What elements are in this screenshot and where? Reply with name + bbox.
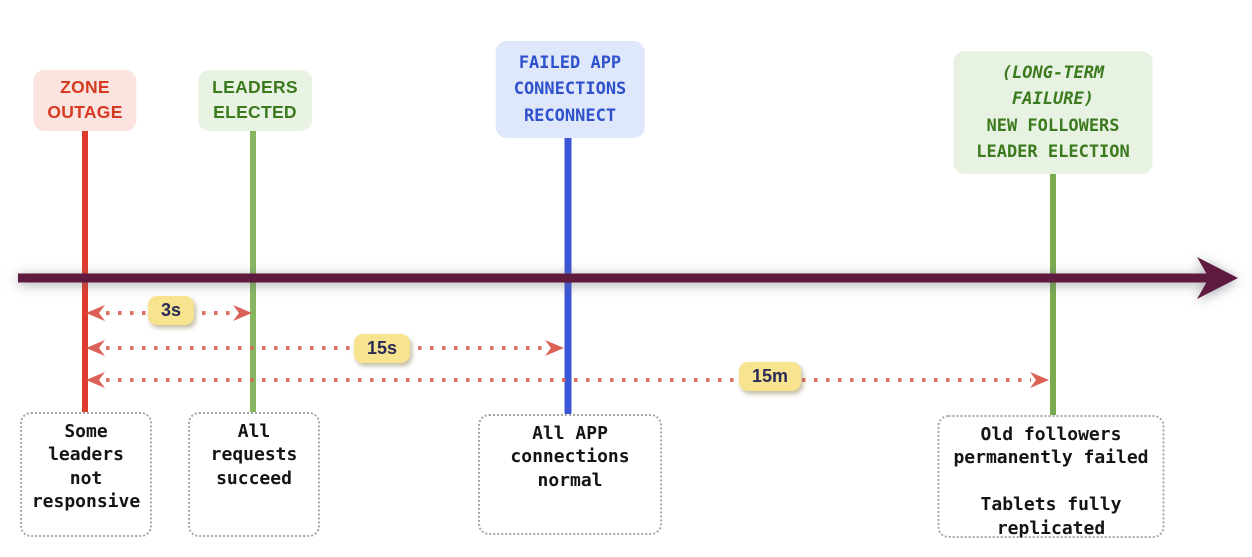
- event-label-long-term-failure-qualifier: (LONG-TERM FAILURE): [1001, 63, 1105, 110]
- state-note-old-followers-failed: Old followers permanently failed Tablets…: [937, 415, 1165, 539]
- event-label-long-term-failure: (LONG-TERM FAILURE) NEW FOLLOWERS LEADER…: [953, 51, 1153, 175]
- event-label-long-term-failure-main: NEW FOLLOWERS LEADER ELECTION: [976, 115, 1130, 163]
- duration-badge-3s: 3s: [147, 296, 195, 325]
- state-note-zone-outage: Some leaders not responsive: [20, 412, 152, 537]
- duration-arrow-15m: [86, 372, 1049, 388]
- event-line-app-reconnect: [564, 130, 572, 414]
- event-label-zone-outage: ZONE OUTAGE: [33, 70, 137, 131]
- time-axis-arrow: [18, 257, 1238, 299]
- event-line-leaders-elected: [250, 127, 256, 413]
- duration-badge-15m: 15m: [738, 362, 802, 391]
- duration-arrow-3s: [86, 305, 252, 321]
- state-note-leaders-elected: All requests succeed: [188, 412, 320, 537]
- state-note-app-connections-normal: All APP connections normal: [478, 414, 662, 535]
- event-label-failed-app-connections-reconnect: FAILED APP CONNECTIONS RECONNECT: [495, 41, 645, 139]
- event-line-zone-outage: [82, 127, 88, 413]
- event-label-leaders-elected: LEADERS ELECTED: [198, 70, 312, 131]
- duration-arrow-15s: [86, 340, 564, 356]
- duration-badge-15s: 15s: [353, 334, 411, 363]
- event-line-new-followers: [1050, 130, 1056, 416]
